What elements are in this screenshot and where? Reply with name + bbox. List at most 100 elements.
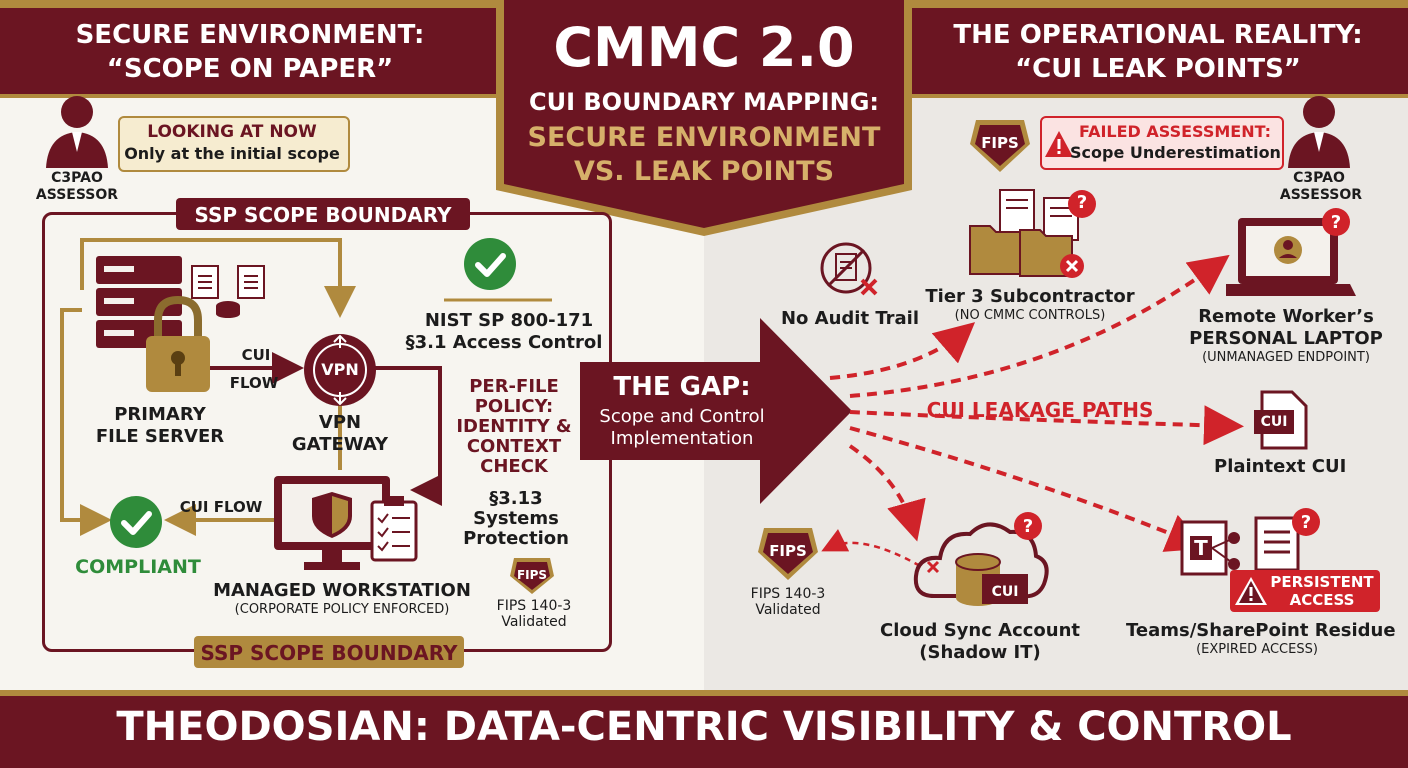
teams-line1: Teams/SharePoint Residue xyxy=(1126,620,1396,641)
perfile-line3: IDENTITY & xyxy=(456,416,572,437)
cui-flow-label-flow: FLOW xyxy=(229,374,279,392)
fips-bottom-line2: Validated xyxy=(755,602,821,618)
left-header-line1: SECURE ENVIRONMENT: xyxy=(75,20,425,50)
ssp-bottom-label-box xyxy=(194,636,464,668)
right-assessor-label-line1: C3PAO xyxy=(1293,170,1345,186)
laptop-line3: (UNMANAGED ENDPOINT) xyxy=(1202,350,1370,365)
s313-line1: §3.13 xyxy=(489,488,543,509)
right-header-banner xyxy=(908,8,1408,94)
fips-badge-icon xyxy=(510,558,554,594)
vpn-label-line2: GATEWAY xyxy=(291,434,389,455)
teams-line2: (EXPIRED ACCESS) xyxy=(1196,642,1318,657)
footer-banner xyxy=(0,696,1408,768)
plaintext-icon-text: CUI xyxy=(1260,414,1288,430)
right-assessor-label-line2: ASSESSOR xyxy=(1279,187,1363,203)
cloud-line2: (Shadow IT) xyxy=(919,642,1041,663)
leakage-paths xyxy=(821,254,1244,568)
footer-text: THEODOSIAN: DATA-CENTRIC VISIBILITY & CO… xyxy=(116,704,1292,750)
fips-badge-top-icon xyxy=(970,120,1030,172)
plaintext-cui-icon xyxy=(1254,390,1308,450)
left-flow-lines xyxy=(60,238,552,536)
tier3-question-mark: ? xyxy=(1076,192,1088,213)
s313-line2: Systems xyxy=(473,508,559,529)
cui-flow-bottom-label: CUI FLOW xyxy=(179,498,263,516)
center-subtitle: CUI BOUNDARY MAPPING: xyxy=(528,88,879,116)
assessor-label-line1: C3PAO xyxy=(51,170,103,186)
fips-badge-top-text: FIPS xyxy=(981,134,1019,152)
compliant-check-icon xyxy=(110,496,162,548)
persistent-line2: ACCESS xyxy=(1289,591,1355,609)
assessor-speech-bubble xyxy=(118,116,350,172)
right-assessor-person-icon xyxy=(1288,96,1350,168)
failed-line1: FAILED ASSESSMENT: xyxy=(1078,122,1272,141)
no-audit-trail-icon xyxy=(820,242,878,296)
gap-arrow xyxy=(580,318,852,504)
fips-badge-bottom-icon xyxy=(758,528,818,580)
right-header-line2: “CUI LEAK POINTS” xyxy=(1015,54,1301,84)
nist-line2: §3.1 Access Control xyxy=(405,332,603,353)
failed-line2: Scope Underestimation xyxy=(1070,143,1281,162)
s313-line3: Protection xyxy=(463,528,569,549)
footer-gold-rule xyxy=(0,690,1408,696)
file-server-icon xyxy=(96,256,210,392)
assessor-bubble-line2: Only at the initial scope xyxy=(124,144,340,163)
compliant-label: COMPLIANT xyxy=(75,556,201,578)
assessor-label-line2: ASSESSOR xyxy=(35,187,119,203)
ssp-bottom-label: SSP SCOPE BOUNDARY xyxy=(200,641,458,665)
tier3-line1: Tier 3 Subcontractor xyxy=(925,286,1135,307)
no-audit-label: No Audit Trail xyxy=(780,308,920,329)
persistent-warning-icon xyxy=(1235,577,1267,605)
perfile-line4: CONTEXT xyxy=(466,436,562,457)
server-label-line1: PRIMARY xyxy=(114,404,206,425)
perfile-line5: CHECK xyxy=(480,456,548,477)
vpn-label-line1: VPN xyxy=(318,412,362,433)
cloud-sync-icon xyxy=(913,512,1049,606)
center-title-shield xyxy=(496,0,912,236)
perfile-line1: PER-FILE xyxy=(469,376,559,397)
header-gold-underline-left xyxy=(0,94,500,98)
assessor-bubble-line1: LOOKING AT NOW xyxy=(147,122,317,142)
cui-flow-label-cui: CUI xyxy=(241,346,271,364)
laptop-line1: Remote Worker’s xyxy=(1198,306,1374,327)
cloud-icon-text: CUI xyxy=(991,584,1019,600)
header-gold-underline-right xyxy=(908,94,1408,98)
ssp-top-label-box xyxy=(176,198,470,230)
ssp-top-label: SSP SCOPE BOUNDARY xyxy=(194,203,452,227)
fips-badge-bottom-text: FIPS xyxy=(769,542,807,560)
vpn-gateway-icon xyxy=(304,334,376,406)
tier3-line2: (NO CMMC CONTROLS) xyxy=(954,308,1106,323)
personal-laptop-icon xyxy=(1226,208,1356,296)
gap-line2: Scope and Control xyxy=(599,406,765,427)
left-header-line2: “SCOPE ON PAPER” xyxy=(106,54,394,84)
teams-sharepoint-icon xyxy=(1180,508,1320,576)
teams-question-mark: ? xyxy=(1300,512,1312,533)
cloud-line1: Cloud Sync Account xyxy=(879,620,1081,641)
perfile-line2: POLICY: xyxy=(474,396,554,417)
right-header-line1: THE OPERATIONAL REALITY: xyxy=(953,20,1363,50)
gap-title: THE GAP: xyxy=(613,372,751,402)
gap-line3: Implementation xyxy=(610,428,754,449)
warning-triangle-icon xyxy=(1045,131,1073,157)
tier3-folders-icon xyxy=(969,189,1096,278)
nist-line1: NIST SP 800-171 xyxy=(424,310,594,331)
plaintext-label: Plaintext CUI xyxy=(1214,456,1347,477)
workstation-label-line1: MANAGED WORKSTATION xyxy=(213,580,471,601)
vpn-icon-text: VPN xyxy=(321,360,359,379)
fips-line2: Validated xyxy=(501,614,567,630)
server-label-line2: FILE SERVER xyxy=(95,426,225,447)
laptop-line2: PERSONAL LAPTOP xyxy=(1189,328,1383,349)
assessor-person-icon xyxy=(46,96,108,168)
teams-T-glyph: T xyxy=(1194,536,1208,560)
laptop-question-mark: ? xyxy=(1330,212,1342,233)
persistent-line1: PERSISTENT xyxy=(1270,573,1374,591)
left-header-banner xyxy=(0,8,500,94)
center-title: CMMC 2.0 xyxy=(553,16,855,79)
leakage-paths-label: CUI LEAKAGE PATHS xyxy=(926,398,1154,422)
center-gold-line2: VS. LEAK POINTS xyxy=(573,156,835,187)
fips-bottom-line1: FIPS 140-3 xyxy=(750,586,826,602)
cloud-question-mark: ? xyxy=(1022,516,1034,537)
nist-check-icon xyxy=(464,238,516,290)
managed-workstation-icon xyxy=(274,476,418,570)
fips-badge-text: FIPS xyxy=(516,568,548,582)
failed-assessment-box xyxy=(1040,116,1284,170)
